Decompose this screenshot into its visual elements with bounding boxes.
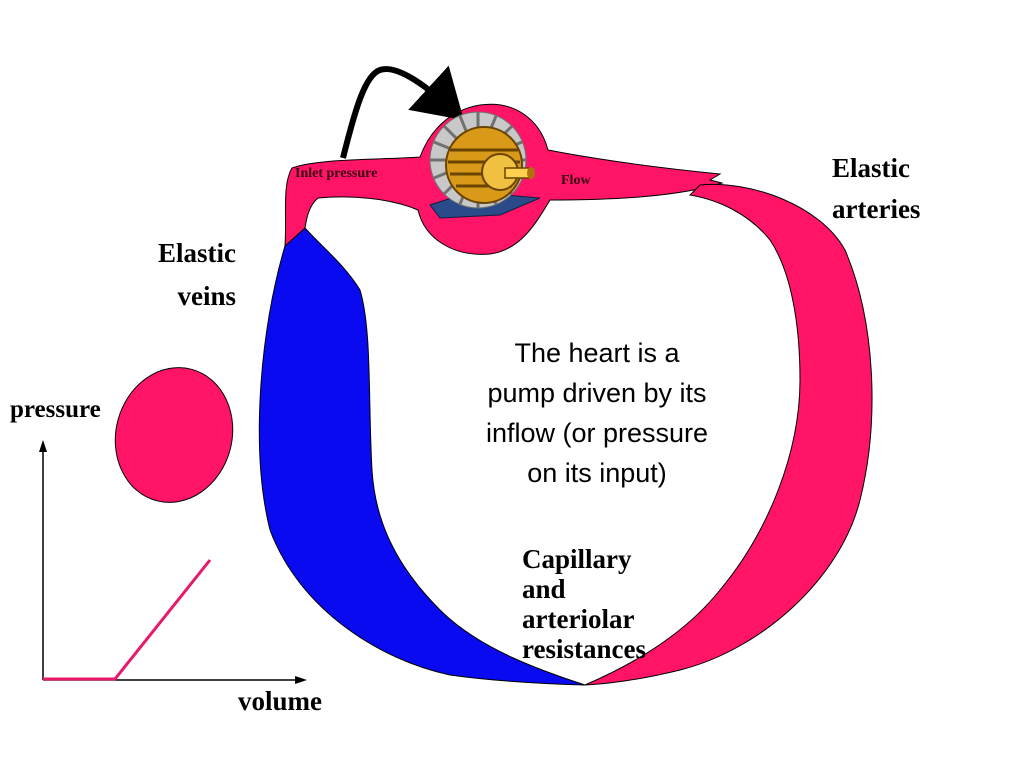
electric-motor-icon [429, 111, 541, 219]
artery-tube [584, 183, 873, 686]
inlet-pressure-label: Inlet pressure [295, 166, 378, 181]
compliance-blob [114, 367, 234, 503]
pressure-axis-label: pressure [10, 396, 101, 423]
feedback-arrow [340, 65, 464, 159]
elastic-arteries-label: Elastic arteries [832, 153, 921, 224]
capillary-resistance-label: Capillary and arteriolar resistances [522, 544, 646, 664]
pressure-volume-curve [43, 559, 212, 681]
heart-pump-caption: The heart is a pump driven by its inflow… [485, 338, 709, 488]
elastic-veins-label: Elastic veins [158, 238, 236, 311]
flow-label: Flow [561, 173, 591, 188]
volume-axis-label: volume [238, 686, 322, 716]
vein-tube [258, 227, 586, 686]
